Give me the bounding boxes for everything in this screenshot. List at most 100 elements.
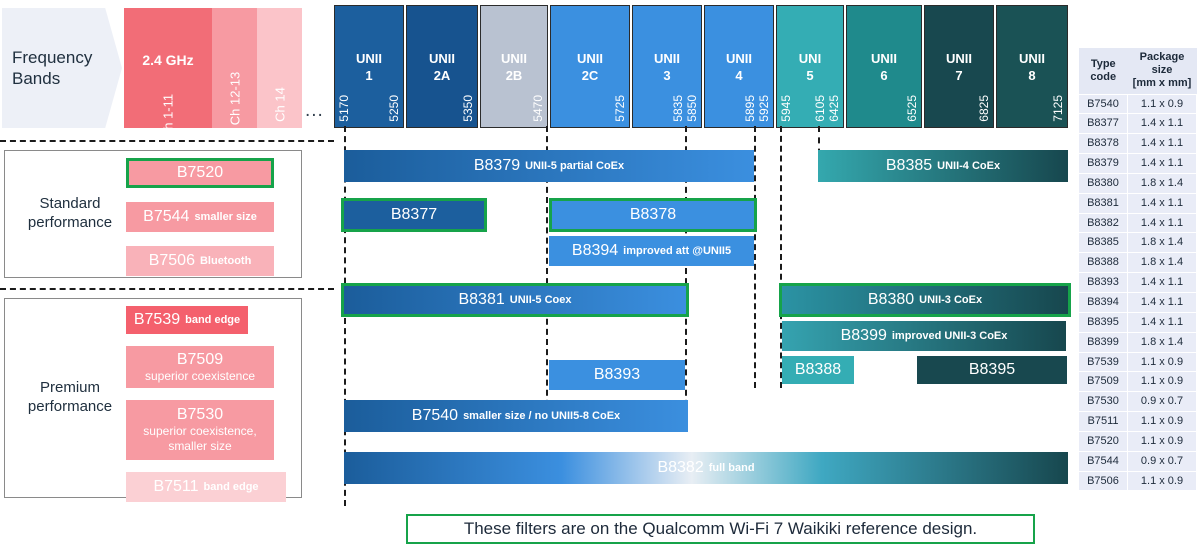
unii-band-7-freq-high: 6825 xyxy=(977,95,991,122)
unii-band-5-freq-high: 6425 xyxy=(827,95,841,122)
gridline-5945 xyxy=(780,126,782,388)
filter-bar-b8381-note: UNII-5 Coex xyxy=(509,294,572,306)
unii-band-1-freq-low: 5170 xyxy=(337,95,351,122)
table-header-package-size: Package size[mm x mm] xyxy=(1127,48,1197,95)
filter-pill-b7539-note: band edge xyxy=(185,314,241,326)
filter-pill-b7509-note: superior coexistence xyxy=(144,368,256,383)
cell-package-size: 1.4 x 1.1 xyxy=(1127,312,1197,333)
filter-bar-b8395[interactable]: B8395 xyxy=(917,356,1067,384)
cell-type-code: B8382 xyxy=(1079,213,1128,234)
filter-pill-b7511-code: B7511 xyxy=(153,478,199,495)
filter-bar-b8381[interactable]: B8381 UNII-5 Coex xyxy=(341,283,689,317)
unii-band-4-freq-mid: 5895 xyxy=(743,95,757,122)
cell-package-size: 1.8 x 1.4 xyxy=(1127,173,1197,194)
filter-bar-b8382[interactable]: B8382 full band xyxy=(344,452,1068,484)
filter-bar-b8382-code: B8382 xyxy=(657,459,704,476)
cell-package-size: 0.9 x 0.7 xyxy=(1127,391,1197,413)
gridline-mid-left xyxy=(0,288,334,290)
filter-bar-b8377[interactable]: B8377 xyxy=(341,198,487,232)
filter-bar-b7540-code: B7540 xyxy=(411,407,459,424)
cell-type-code: B7530 xyxy=(1079,391,1128,413)
filter-bar-b8394[interactable]: B8394 improved att @UNII5 xyxy=(549,236,754,266)
filter-bar-b8394-note: improved att @UNII5 xyxy=(623,245,732,257)
band-2400mhz-group: 2.4 GHz Ch 1-11 Ch 12-13 Ch 14 xyxy=(124,8,302,139)
filter-pill-b7520[interactable]: B7520 xyxy=(126,158,274,188)
unii-band-2c-freq-high: 5725 xyxy=(613,95,627,122)
gridline-5850 xyxy=(685,126,687,416)
filter-bar-b8380-code: B8380 xyxy=(867,291,915,308)
cell-package-size: 1.8 x 1.4 xyxy=(1127,252,1197,274)
filter-bar-b8399-code: B8399 xyxy=(840,327,887,344)
unii-band-3-freq-mid: 5835 xyxy=(671,95,685,122)
cell-package-size: 1.8 x 1.4 xyxy=(1127,332,1197,353)
cell-package-size: 1.1 x 0.9 xyxy=(1127,94,1197,115)
band-2400-ch14-label: Ch 14 xyxy=(272,87,287,122)
band-2400-ch1-11-label: Ch 1-11 xyxy=(160,93,176,140)
gridline-6105 xyxy=(818,126,820,166)
cell-package-size: 1.1 x 0.9 xyxy=(1127,411,1197,432)
filter-pill-b7530-code: B7530 xyxy=(176,406,224,423)
cell-package-size: 1.1 x 0.9 xyxy=(1127,371,1197,393)
filter-pill-b7506-note: Bluetooth xyxy=(199,255,252,267)
filter-bar-b8377-code: B8377 xyxy=(390,206,438,223)
cell-type-code: B8379 xyxy=(1079,153,1128,174)
filter-bar-b8393[interactable]: B8393 xyxy=(549,360,685,390)
filter-pill-b7544-note: smaller size xyxy=(194,211,257,223)
cell-type-code: B8378 xyxy=(1079,133,1128,155)
filter-bar-b8382-note: full band xyxy=(708,462,755,474)
cell-package-size: 1.8 x 1.4 xyxy=(1127,232,1197,254)
filter-bar-b8394-code: B8394 xyxy=(571,242,619,259)
filter-bar-b8388[interactable]: B8388 xyxy=(782,356,854,384)
cell-package-size: 1.1 x 0.9 xyxy=(1127,471,1197,492)
cell-type-code: B7506 xyxy=(1079,471,1128,492)
gridline-5895 xyxy=(754,126,756,388)
filter-pill-b7509-code: B7509 xyxy=(176,350,224,368)
filter-bar-b8395-code: B8395 xyxy=(968,361,1016,378)
filter-pill-b7530-note: superior coexistence,smaller size xyxy=(143,424,257,453)
cell-type-code: B8385 xyxy=(1079,232,1128,254)
unii-band-5-freq-low: 5945 xyxy=(779,95,793,122)
filter-bar-b8381-code: B8381 xyxy=(458,291,505,308)
band-2400-ch14: Ch 14 xyxy=(257,8,302,128)
unii-band-4-freq-high: 5925 xyxy=(757,95,771,122)
filter-bar-b8378[interactable]: B8378 xyxy=(549,198,757,232)
